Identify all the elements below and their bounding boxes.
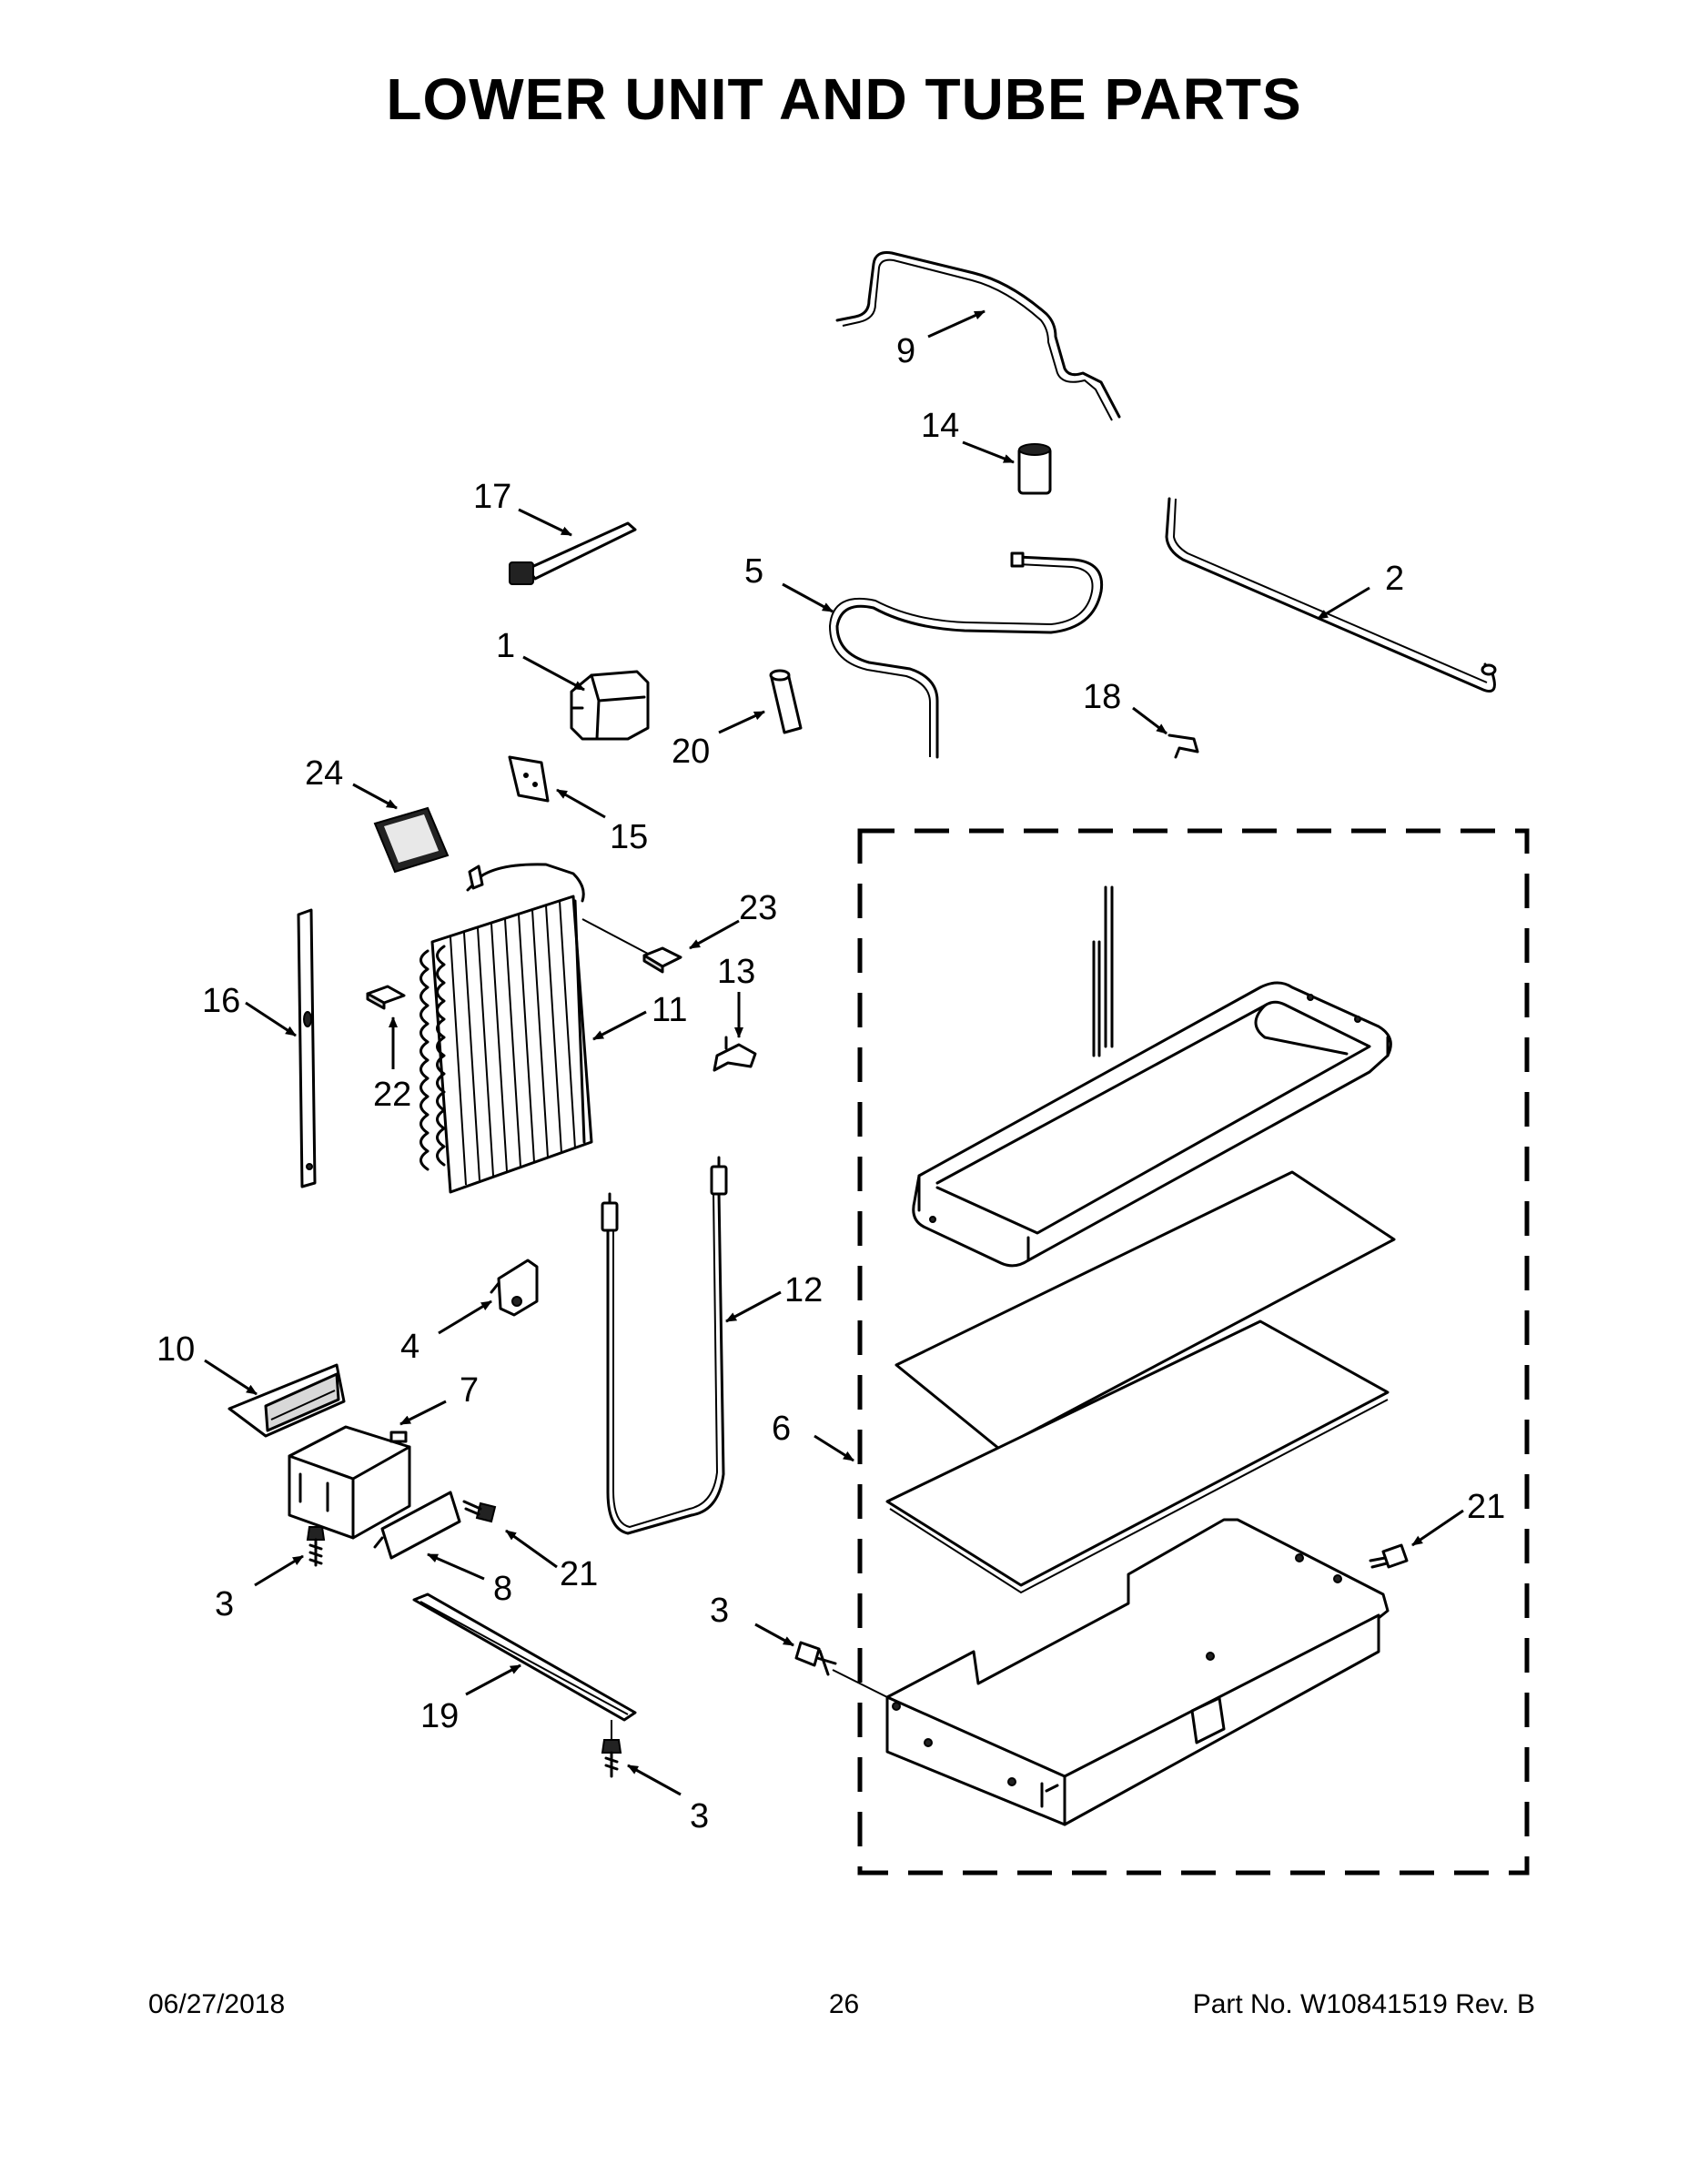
callout-3-right: 3 [710,1592,729,1630]
callout-3-left: 3 [215,1585,234,1623]
callout-14: 14 [921,407,959,445]
part-15-plate [508,755,550,803]
part-6-tray [885,1518,1390,1826]
part-13-clip [713,1036,757,1072]
part-3-screw-right [794,1641,888,1698]
callout-10: 10 [157,1330,195,1369]
part-16-strip [297,908,317,1188]
callout-13: 13 [717,953,755,991]
part-14-sleeve [1017,443,1052,495]
part-11-evaporator [419,863,593,1194]
assembly-6-boundary [857,828,1530,1876]
part-3-screw-left [306,1526,326,1567]
part-6-sheet-lower [885,1320,1390,1594]
part-7-bracket [288,1425,411,1540]
part-22-pad [366,985,406,1010]
part-6-sheet-upper [895,1170,1396,1451]
part-10-panel [227,1363,346,1438]
page-title: LOWER UNIT AND TUBE PARTS [386,66,1302,132]
callout-18: 18 [1083,678,1121,716]
footer-part-number: Part No. W10841519 Rev. B [1192,1989,1535,2019]
part-21-screw-right [1369,1543,1409,1569]
part-6-drain-tubes [1092,885,1114,1057]
callout-8: 8 [493,1570,512,1608]
callout-21-middle: 21 [560,1555,598,1593]
callout-19: 19 [420,1697,459,1735]
callout-17: 17 [473,478,511,516]
callout-24: 24 [305,754,343,793]
callout-11: 11 [652,991,687,1029]
part-4-bracket [490,1259,539,1317]
callout-12: 12 [784,1271,823,1309]
part-9-tube [835,251,1121,421]
part-12-harness [601,1156,728,1535]
callout-22: 22 [373,1076,411,1114]
part-3-screw-bottom [601,1720,622,1778]
callout-23: 23 [739,889,777,927]
part-6-drain-pan [912,981,1392,1268]
part-5-tube [828,551,1104,759]
callout-16: 16 [202,982,240,1020]
callout-1: 1 [496,627,515,665]
part-17-cable-tie [509,521,637,585]
callout-15: 15 [610,818,648,856]
callout-3-bottom: 3 [690,1797,709,1835]
callout-7: 7 [460,1371,479,1410]
part-20-tube [769,669,803,734]
part-1-bracket [570,670,650,741]
part-23-pad [581,918,682,974]
part-21-screw-middle [462,1500,497,1523]
part-2-tube [1165,497,1497,693]
part-8-plate [373,1491,461,1560]
footer-date: 06/27/2018 [148,1989,286,2019]
callout-9: 9 [896,332,915,370]
part-18-clip [1167,733,1199,759]
callout-5: 5 [744,552,763,591]
part-24-pad [373,806,450,874]
callout-2: 2 [1385,560,1404,598]
callout-20: 20 [672,733,710,771]
callout-4: 4 [400,1328,419,1366]
callout-21-right: 21 [1467,1488,1505,1526]
callout-6: 6 [772,1410,791,1448]
footer-page-number: 26 [828,1989,860,2019]
part-19-rail [412,1592,637,1722]
